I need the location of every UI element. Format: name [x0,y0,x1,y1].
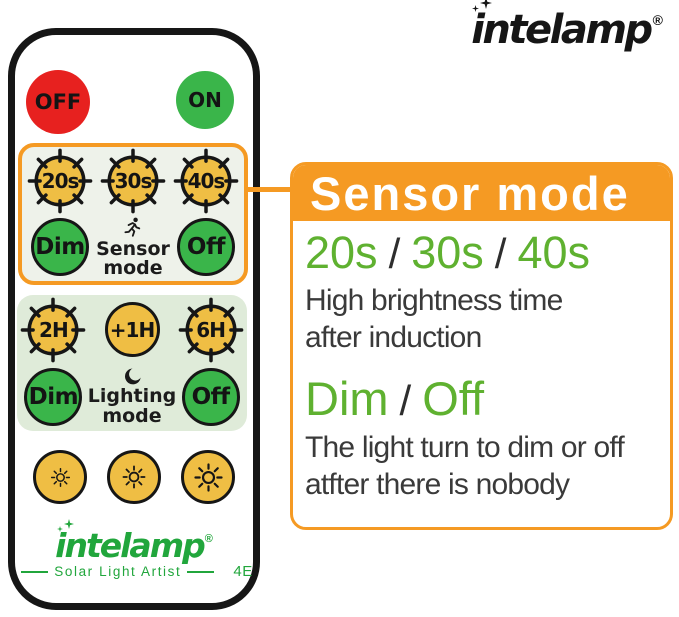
description-line: The light turn to dim or off [305,431,625,465]
registered-mark: ® [204,533,213,545]
brand-logo-top: intelamp® [471,10,663,50]
sensor-dim-button: Dim [31,218,90,276]
sensor-30s-button: 30s [100,148,166,214]
button-label: 20s [41,169,80,193]
sensor-mode-label-group: Sensor mode [96,216,170,279]
lighting-mode-label-group: Lighting mode [88,367,176,426]
lighting-6h-button: 6H [178,297,244,363]
tagline-dash-right [187,570,215,573]
sensor-time-description: High brightness time after induction [305,283,662,357]
lighting-2h-button: 2H [20,297,86,363]
button-label: 30s [114,169,153,193]
callout-body: 20s / 30s / 40s High brightness time aft… [293,221,670,504]
sensor-mode-label-line1: Sensor [96,237,170,260]
button-label: 40s [187,169,226,193]
power-off-button: OFF [26,70,90,134]
registered-mark: ® [652,12,663,28]
lighting-mode-label: Lighting mode [87,385,177,427]
sensor-time-options: 20s / 30s / 40s [305,227,662,278]
time-option: 40s [517,227,591,278]
sensor-mode-callout: Sensor mode 20s / 30s / 40s High brightn… [290,162,673,530]
brightness-high-button [181,450,235,504]
time-option: 20s [305,227,378,278]
brand-name: intelamp [55,526,206,565]
sun-high-icon [190,459,227,496]
sparkle-icon [56,520,86,538]
separator: / [494,230,507,277]
lighting-mode-section: 2H +1H 6H Dim Lighting mode Off [17,295,247,431]
sparkle-icon [470,0,500,17]
sensor-20s-button: 20s [27,148,93,214]
description-line: atfter there is nobody [305,468,570,502]
state-option: Dim [305,372,389,426]
sun-medium-icon [119,462,149,492]
brand-tagline: Solar Light Artist 4E [15,563,253,580]
sensor-mode-section: 20s 30s 40s Dim Sensor mode Off [18,143,248,285]
lighting-dim-button: Dim [24,367,83,426]
button-label: 2H [39,317,69,342]
callout-header: Sensor mode [293,165,670,221]
brand-name: intelamp [471,7,653,53]
brightness-buttons-row [15,450,253,504]
brightness-low-button [33,450,87,504]
brand-logo-wrap: intelamp® [471,10,663,50]
lighting-mode-label-line1: Lighting [87,385,177,408]
running-person-icon [121,216,145,240]
dim-off-options: Dim / Off [305,372,662,426]
model-code: 4E [233,563,253,580]
button-label: 6H [196,317,226,342]
separator: / [399,377,412,425]
description-line: after induction [305,321,482,355]
callout-connector-line [246,187,292,192]
separator: / [388,230,401,277]
state-option: Off [422,372,485,426]
description-line: High brightness time [305,284,563,318]
lighting-off-button: Off [181,367,240,426]
sensor-off-button: Off [176,218,235,276]
sensor-40s-button: 40s [173,148,239,214]
sensor-mode-label: Sensor mode [96,237,170,279]
brand-logo-remote: intelamp® Solar Light Artist 4E [15,529,253,580]
lighting-mode-label-line2: mode [102,404,162,427]
sensor-mode-label-line2: mode [103,257,163,279]
tagline-text: Solar Light Artist [54,564,182,579]
sun-low-icon [48,465,73,490]
brightness-medium-button [107,450,161,504]
dim-off-description: The light turn to dim or off atfter ther… [305,430,662,504]
power-on-button: ON [176,71,234,129]
remote-control: OFF ON 20s 30s 40s Dim Sensor mode [8,28,260,610]
tagline-dash-left [21,570,49,573]
lighting-plus1h-button: +1H [104,302,160,357]
callout-title: Sensor mode [310,166,630,220]
time-option: 30s [411,227,484,278]
brand-logo-wrap: intelamp® [55,529,213,562]
